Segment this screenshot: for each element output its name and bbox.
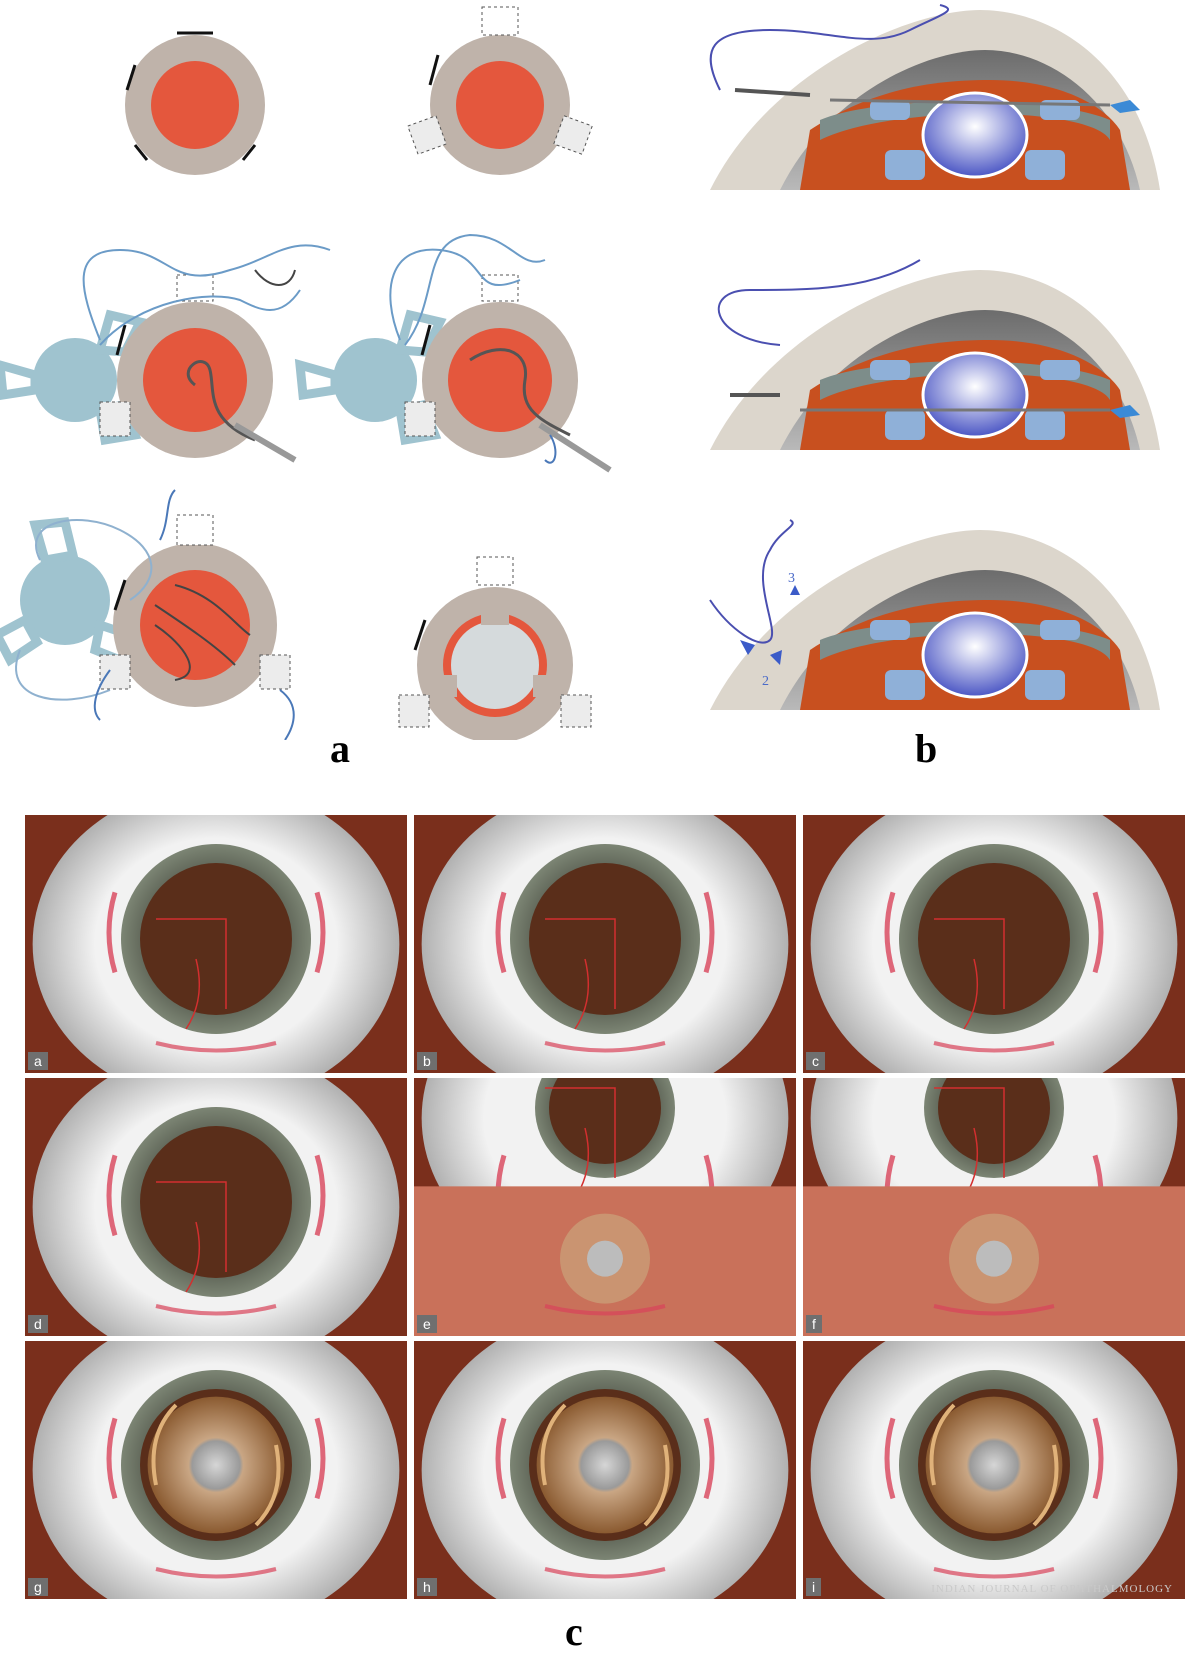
diagram-a6-iol-fixated xyxy=(398,556,592,740)
illustration-b3-knot-tied: 3 2 xyxy=(708,519,1162,712)
panel-c-grid: a b c d e f g h i INDIAN JOURNAL OF OPHTHALMOLOGY xyxy=(25,815,1185,1605)
eye-render xyxy=(803,1078,1185,1336)
step-3-annotation: 3 xyxy=(788,571,795,586)
tile-label: e xyxy=(417,1315,437,1333)
eye-render xyxy=(803,815,1185,1073)
panel-label-c: c xyxy=(565,1609,583,1654)
surgical-step-tile: a xyxy=(25,815,407,1073)
tile-label: f xyxy=(806,1315,822,1333)
diagram-a2-scleral-flaps xyxy=(407,6,593,175)
diagram-a1-incisions xyxy=(125,31,265,175)
surgical-step-tile: e xyxy=(414,1078,796,1336)
tile-label: a xyxy=(28,1052,48,1070)
panel-label-a: a xyxy=(330,726,350,771)
illustration-b1-needle-entry xyxy=(708,4,1162,192)
surgical-step-tile: b xyxy=(414,815,796,1073)
diagram-a4-suture-retrieval xyxy=(294,233,612,473)
tile-label: c xyxy=(806,1052,825,1070)
eye-render xyxy=(414,815,796,1073)
eye-render xyxy=(414,1078,796,1336)
surgical-step-tile: f xyxy=(803,1078,1185,1336)
journal-watermark: INDIAN JOURNAL OF OPHTHALMOLOGY xyxy=(931,1583,1173,1595)
panel-b-cross-sections: 3 2 xyxy=(708,4,1162,712)
surgical-step-tile: i INDIAN JOURNAL OF OPHTHALMOLOGY xyxy=(803,1341,1185,1599)
surgical-step-tile: g xyxy=(25,1341,407,1599)
eye-render xyxy=(25,1078,407,1336)
eye-render xyxy=(414,1341,796,1599)
tile-label: d xyxy=(28,1315,48,1333)
surgical-step-tile: h xyxy=(414,1341,796,1599)
panel-a-diagrams xyxy=(0,6,612,740)
diagram-a5-sutures-externalized xyxy=(0,489,295,740)
tile-label: b xyxy=(417,1052,437,1070)
surgical-step-tile: d xyxy=(25,1078,407,1336)
eye-render xyxy=(25,815,407,1073)
panel-label-b: b xyxy=(915,726,938,771)
surgical-step-tile: c xyxy=(803,815,1185,1073)
eye-render xyxy=(25,1341,407,1599)
step-2-annotation: 2 xyxy=(762,674,769,689)
tile-label: i xyxy=(806,1578,822,1596)
eye-render xyxy=(803,1341,1185,1599)
diagram-a3-suture-passing xyxy=(0,244,331,463)
illustration-b2-suture-loop xyxy=(708,259,1162,452)
tile-label: g xyxy=(28,1578,48,1596)
tile-label: h xyxy=(417,1578,437,1596)
